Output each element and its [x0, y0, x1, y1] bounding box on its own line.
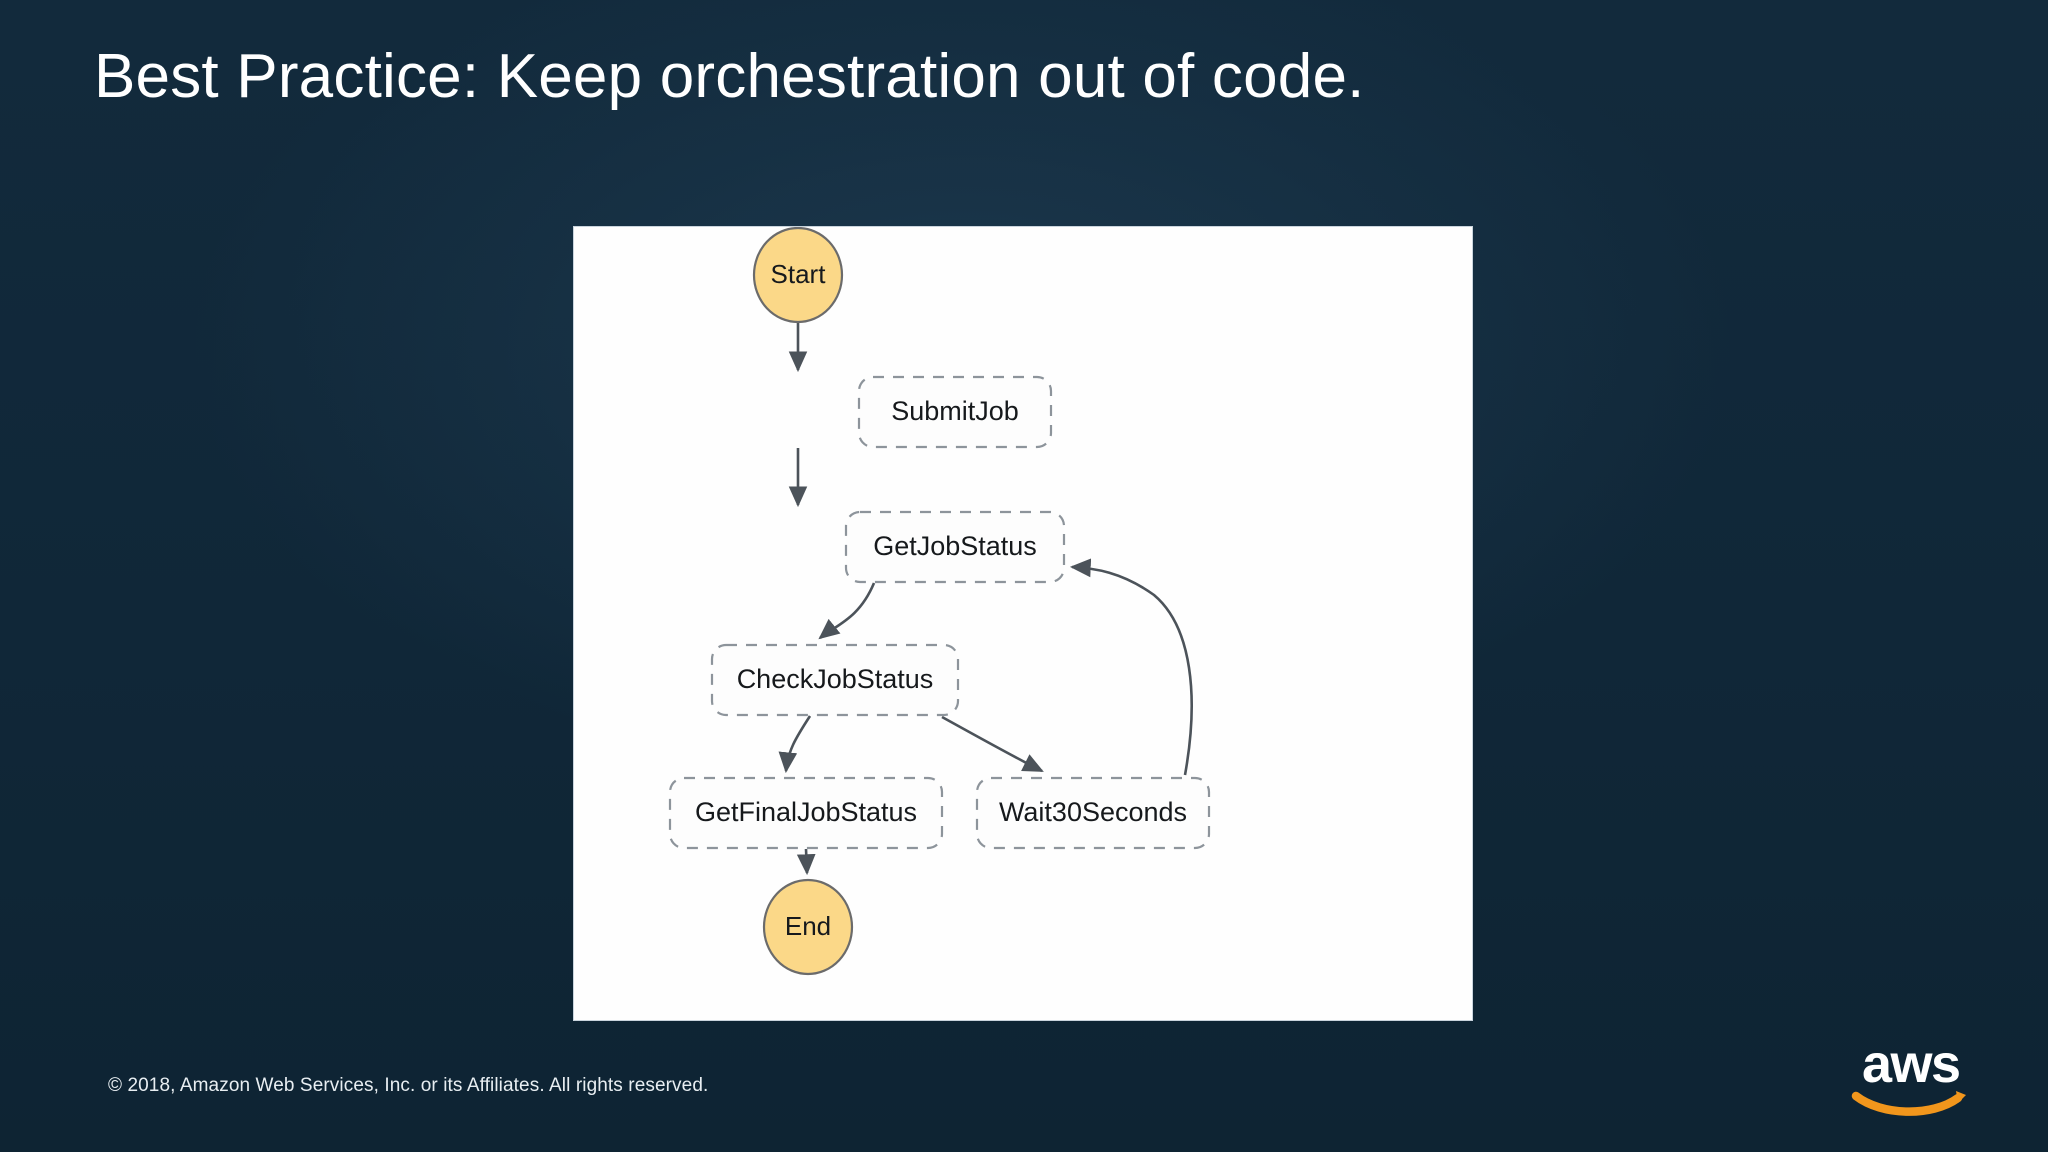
- edge-wait30seconds-to-getjobstatus: [1069, 558, 1193, 776]
- wait30seconds-shape: [975, 776, 1211, 850]
- edge-getfinaljobstatus-to-end: [796, 848, 816, 876]
- aws-wordmark-text: aws: [1862, 1040, 1960, 1094]
- diagram-edges: [778, 323, 1193, 876]
- node-start[interactable]: Start: [752, 227, 844, 324]
- checkjobstatus-shape: [710, 643, 960, 717]
- submitjob-label: SubmitJob: [891, 396, 1019, 426]
- end-shape: [762, 878, 854, 976]
- end-label: End: [785, 911, 831, 941]
- checkjobstatus-label: CheckJobStatus: [737, 664, 934, 694]
- aws-smile-arrow-icon: [1956, 1091, 1966, 1103]
- node-getjobstatus[interactable]: GetJobStatus: [844, 510, 1066, 584]
- node-checkjobstatus[interactable]: CheckJobStatus: [710, 643, 960, 717]
- getfinaljobstatus-shape: [668, 776, 944, 850]
- footer-copyright: © 2018, Amazon Web Services, Inc. or its…: [108, 1075, 709, 1096]
- aws-logo: aws: [1851, 1040, 1966, 1116]
- node-getfinaljobstatus[interactable]: GetFinalJobStatus: [668, 776, 944, 850]
- state-machine-diagram: Start SubmitJob GetJobStatus CheckJobSta…: [668, 227, 1211, 976]
- node-wait30seconds[interactable]: Wait30Seconds: [975, 776, 1211, 850]
- node-submitjob[interactable]: SubmitJob: [857, 375, 1053, 449]
- getjobstatus-shape: [844, 510, 1066, 584]
- submitjob-shape: [857, 375, 1053, 449]
- start-label: Start: [771, 259, 827, 289]
- edge-checkjobstatus-to-wait30seconds: [941, 715, 1044, 773]
- getjobstatus-label: GetJobStatus: [873, 531, 1037, 561]
- getfinaljobstatus-label: GetFinalJobStatus: [695, 797, 917, 827]
- wait30seconds-label: Wait30Seconds: [999, 797, 1187, 827]
- node-end[interactable]: End: [762, 878, 854, 976]
- edge-checkjobstatus-to-getfinaljobstatus: [778, 715, 812, 774]
- page-title: Best Practice: Keep orchestration out of…: [94, 42, 1365, 111]
- edge-getjobstatus-to-checkjobstatus: [818, 582, 876, 640]
- diagram-panel: Start SubmitJob GetJobStatus CheckJobSta…: [573, 226, 1473, 1021]
- aws-smile-icon: [1851, 1091, 1963, 1116]
- start-shape: [752, 227, 844, 324]
